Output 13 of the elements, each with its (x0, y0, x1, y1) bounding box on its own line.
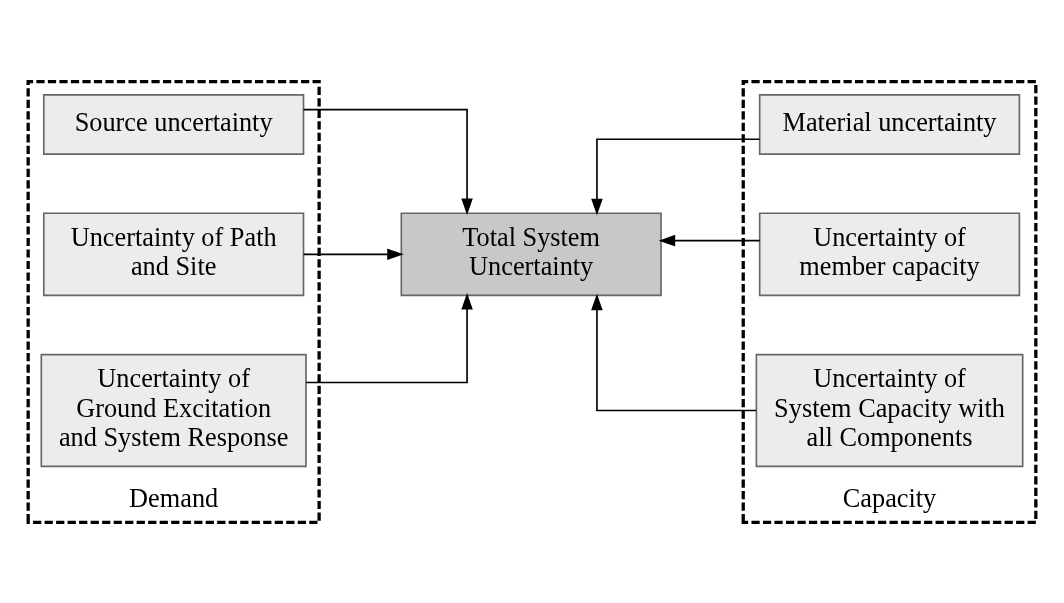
node-box: Uncertainty of System Capacity with all Components (755, 353, 1024, 467)
arrow (305, 292, 473, 383)
node-box: Uncertainty of member capacity (758, 211, 1021, 296)
arrow (302, 248, 404, 260)
node-box: Total System Uncertainty (400, 211, 662, 296)
node-box: Source uncertainty (42, 93, 305, 155)
node-box: Uncertainty of Path and Site (42, 211, 305, 296)
arrow (591, 293, 757, 411)
arrow (658, 234, 761, 246)
node-box: Uncertainty of Ground Excitation and System Response (40, 353, 307, 467)
arrow (302, 108, 473, 215)
node-box: Material uncertainty (758, 93, 1021, 155)
arrow (591, 137, 761, 215)
